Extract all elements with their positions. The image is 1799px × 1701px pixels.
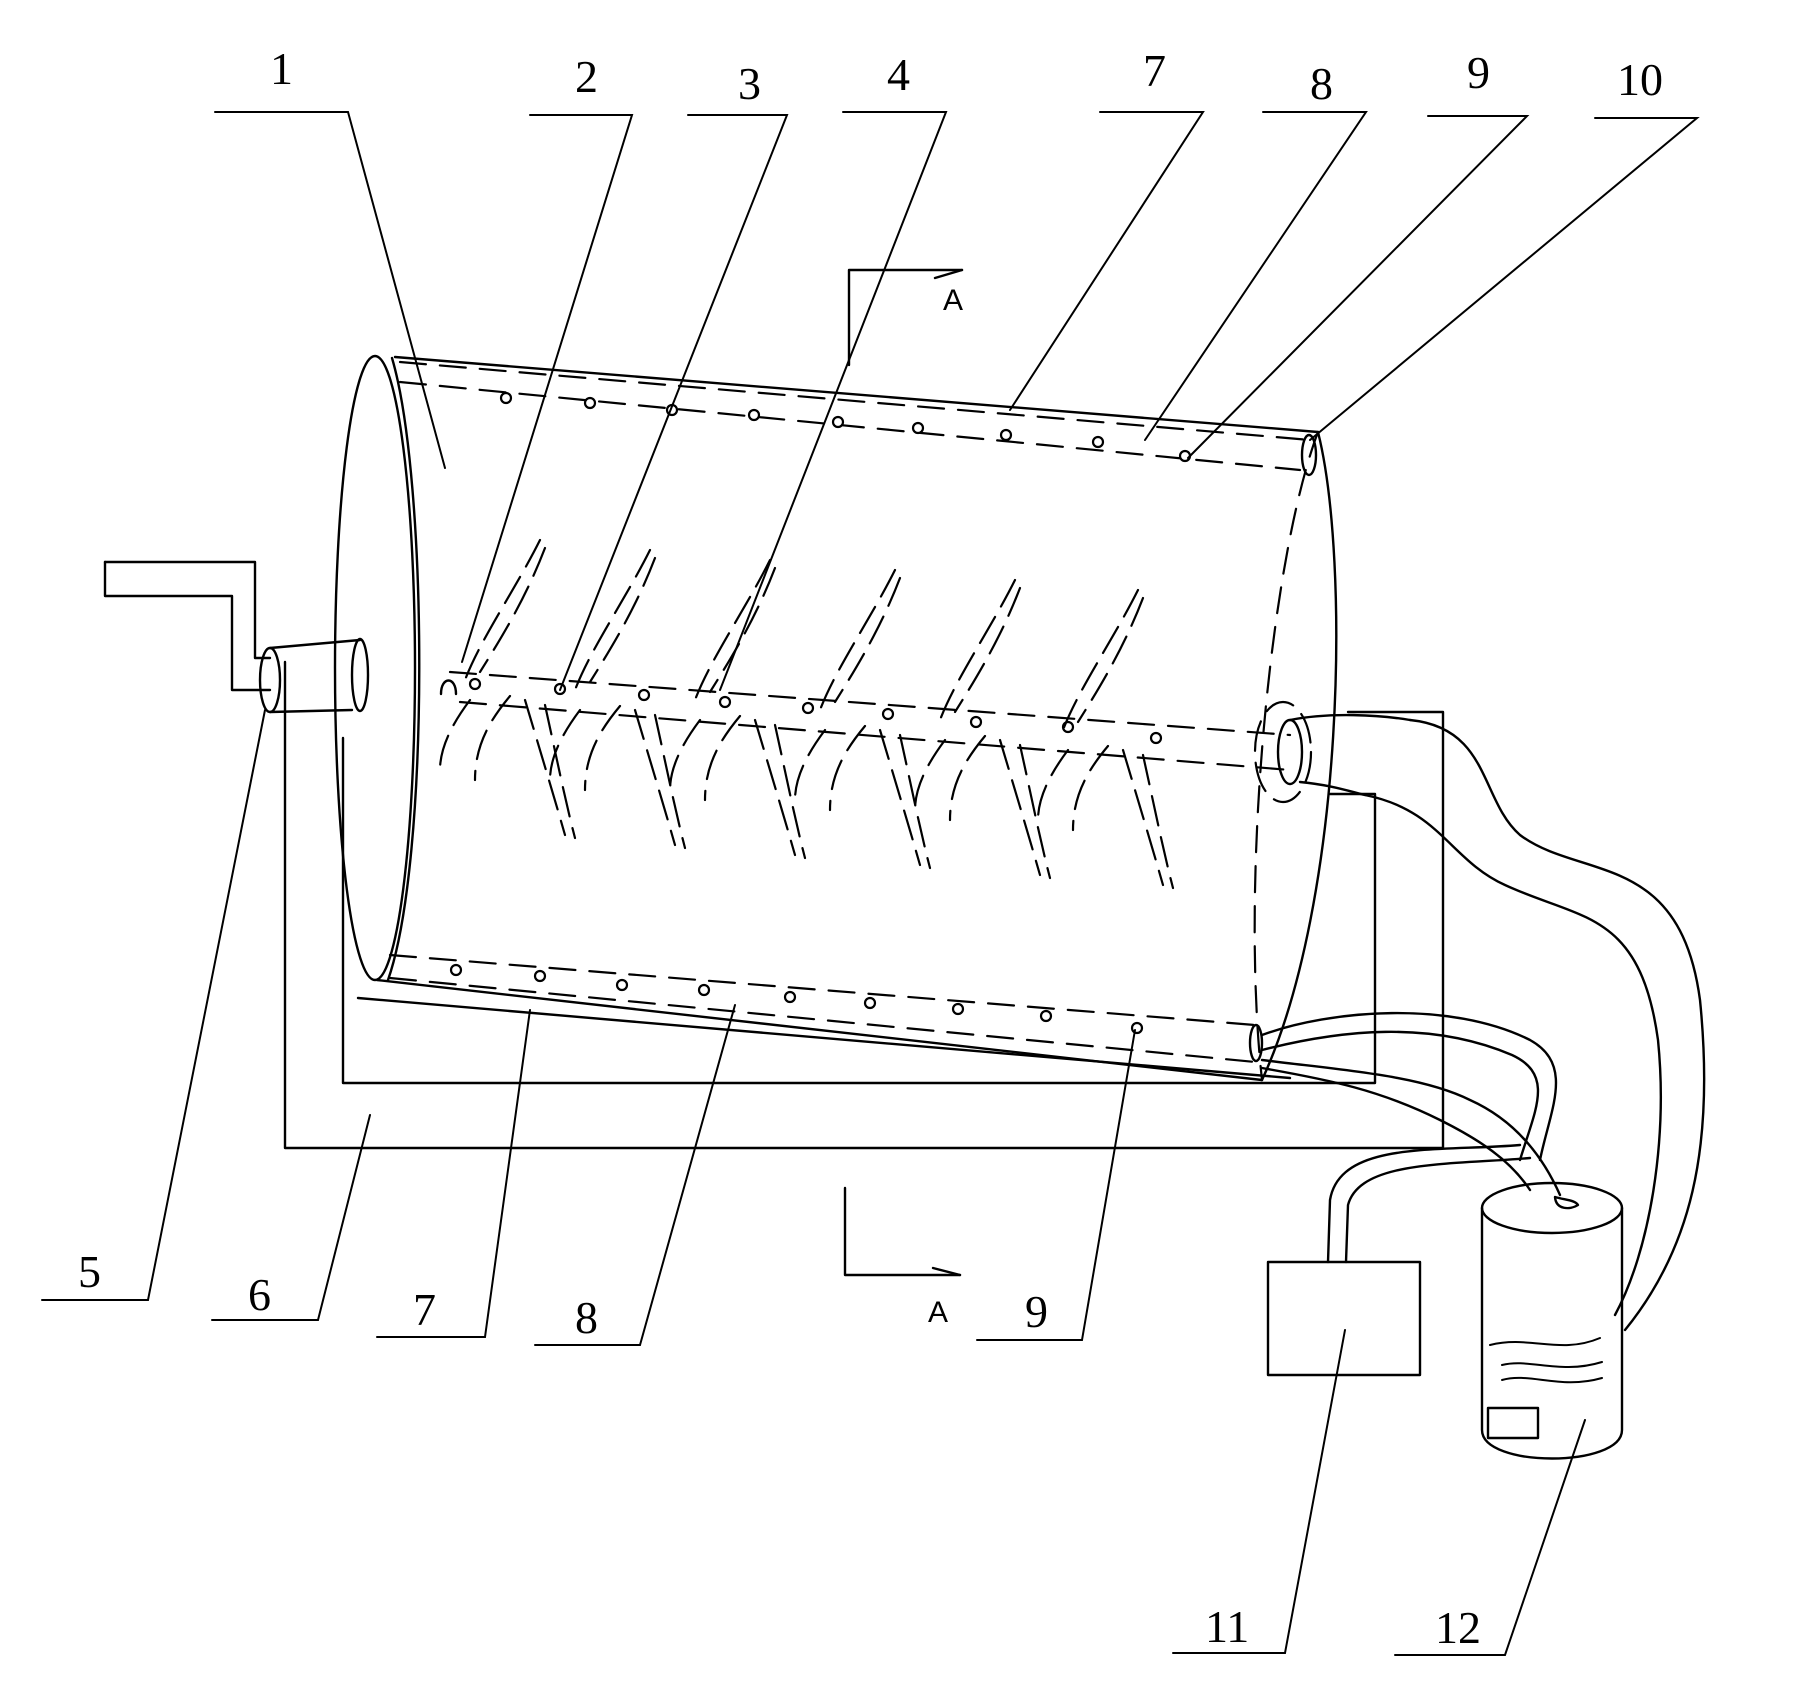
nozzle-hole xyxy=(831,415,845,429)
nozzle-hole xyxy=(999,428,1013,442)
blade-curve xyxy=(463,538,542,682)
label-9-bottom: 9 xyxy=(1025,1286,1048,1337)
reference-numbers: 1 2 3 4 7 8 9 10 5 6 7 8 9 11 12 xyxy=(78,43,1663,1653)
blade-curve xyxy=(1036,748,1070,822)
nozzle-hole xyxy=(1178,449,1192,463)
shaft-hole xyxy=(801,701,815,715)
label-2: 2 xyxy=(575,51,598,102)
drum-left-end xyxy=(333,354,421,982)
section-marker-bottom: A xyxy=(843,1186,962,1329)
blade-curve xyxy=(668,718,702,792)
blade-curve xyxy=(1121,748,1165,887)
bottom-spray-pipe xyxy=(388,953,1264,1064)
shaft-hole xyxy=(969,715,983,729)
pump-box xyxy=(1266,1260,1422,1377)
shaft-hole xyxy=(1149,731,1163,745)
nozzle-hole xyxy=(615,978,629,992)
helical-blades xyxy=(438,538,1175,890)
nozzle-hole xyxy=(449,963,463,977)
blade-curve xyxy=(953,586,1022,714)
blade-curve xyxy=(1018,743,1052,880)
blade-curve xyxy=(793,728,827,802)
blade-curve xyxy=(1061,588,1140,732)
shaft-bearing xyxy=(258,637,370,714)
label-8-bottom: 8 xyxy=(575,1292,598,1343)
blade-curve xyxy=(773,723,807,860)
feed-hoses xyxy=(1260,1011,1562,1264)
nozzle-hole xyxy=(951,1002,965,1016)
blade-curve xyxy=(478,546,547,674)
label-9-top: 9 xyxy=(1467,47,1490,98)
blade-curve xyxy=(833,576,902,704)
blade-curve xyxy=(1076,596,1145,724)
nozzle-hole xyxy=(747,408,761,422)
blade-curve xyxy=(708,566,777,694)
nozzle-hole xyxy=(1091,435,1105,449)
nozzle-hole xyxy=(583,396,597,410)
nozzle-hole xyxy=(533,969,547,983)
nozzle-hole xyxy=(783,990,797,1004)
blade-curve xyxy=(438,698,472,772)
blade-curve xyxy=(573,548,652,692)
nozzle-hole xyxy=(499,391,513,405)
nozzle-hole xyxy=(863,996,877,1010)
shaft-hole xyxy=(468,677,482,691)
blade-curve xyxy=(523,698,567,837)
leader-lines xyxy=(41,111,1700,1656)
label-6: 6 xyxy=(248,1269,271,1320)
blade-curve xyxy=(998,738,1042,877)
water-tank xyxy=(1480,1181,1624,1460)
blade-curve xyxy=(828,724,867,812)
return-hose xyxy=(1363,718,1706,1332)
label-10: 10 xyxy=(1617,54,1663,105)
blade-curve xyxy=(693,558,772,702)
label-7-bottom: 7 xyxy=(413,1284,436,1335)
nozzle-hole xyxy=(911,421,925,435)
section-marker-top: A xyxy=(847,268,964,367)
label-8-top: 8 xyxy=(1310,58,1333,109)
blade-curve xyxy=(753,718,797,857)
blade-curve xyxy=(588,556,657,684)
blade-curve xyxy=(1141,753,1175,890)
blade-curve xyxy=(548,708,582,782)
blade-curve xyxy=(818,568,897,712)
blade-curve xyxy=(583,704,622,792)
drum-body xyxy=(375,355,1338,1082)
label-7-top: 7 xyxy=(1143,45,1166,96)
label-12: 12 xyxy=(1435,1602,1481,1653)
shaft-hole xyxy=(718,695,732,709)
blade-curve xyxy=(1071,744,1110,832)
blade-curve xyxy=(938,578,1017,722)
label-1: 1 xyxy=(270,43,293,94)
nozzle-hole xyxy=(1130,1021,1144,1035)
crank-handle xyxy=(103,560,272,692)
section-label-bottom: A xyxy=(928,1296,948,1329)
blade-curve xyxy=(703,714,742,802)
blade-curve xyxy=(948,734,987,822)
section-label-top: A xyxy=(943,284,963,317)
shaft-hole xyxy=(637,688,651,702)
rotary-joint xyxy=(1253,700,1412,804)
label-4: 4 xyxy=(887,49,910,100)
label-3: 3 xyxy=(738,58,761,109)
blade-curve xyxy=(633,708,677,847)
blade-curve xyxy=(878,728,922,867)
shaft-hole xyxy=(881,707,895,721)
central-shaft xyxy=(439,670,1292,772)
nozzle-hole xyxy=(1039,1009,1053,1023)
label-11: 11 xyxy=(1205,1601,1249,1652)
blade-curve xyxy=(543,703,577,840)
blade-curve xyxy=(913,738,947,812)
label-5: 5 xyxy=(78,1246,101,1297)
nozzle-hole xyxy=(697,983,711,997)
blade-curve xyxy=(473,694,512,782)
